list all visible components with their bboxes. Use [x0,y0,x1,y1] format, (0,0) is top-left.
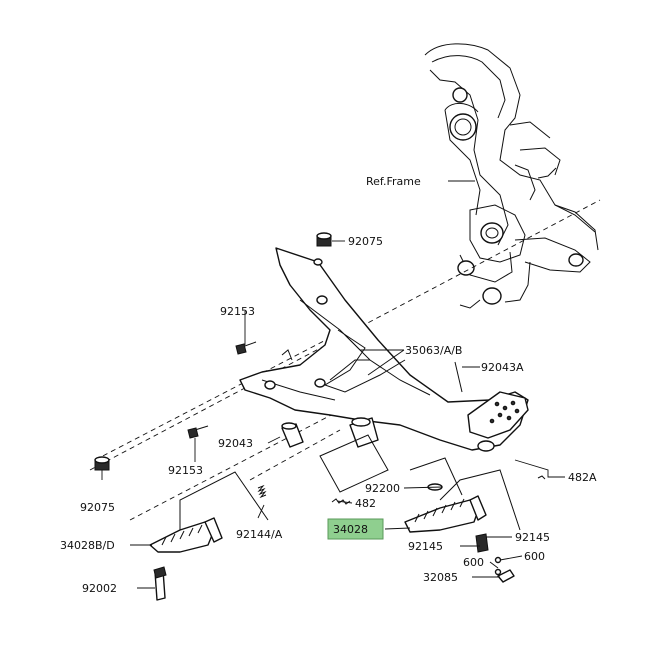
label-ref-frame: Ref.Frame [366,175,421,188]
label-92002: 92002 [82,582,117,595]
label-92153-bottom: 92153 [168,464,203,477]
label-92075-top: 92075 [348,235,383,248]
footrest-bracket [239,247,529,452]
label-600-left: 600 [463,556,484,569]
grommet-bottom [94,456,110,471]
label-482: 482 [355,497,376,510]
label-482A: 482A [568,471,597,484]
label-92043A: 92043A [481,361,524,374]
snap-482A [537,475,546,480]
reference-frame [424,43,599,309]
pin-92043A [454,361,463,393]
label-92043: 92043 [218,437,253,450]
part-labels: Ref.Frame 92075 92153 35063/A/B 92043A 9… [60,175,597,595]
footpeg-left [149,517,223,553]
bolt-bottom [187,425,209,439]
footpeg-right [404,495,515,583]
label-600-right: 600 [524,550,545,563]
collar-92043 [281,422,304,448]
label-32085: 32085 [423,571,458,584]
leader-lines [101,180,565,589]
spring-92144 [257,484,267,499]
part-highlight-box [327,518,384,540]
label-34028BD: 34028B/D [60,539,115,552]
grommet-top [316,232,332,247]
label-92145-right: 92145 [515,531,550,544]
stud-92002 [153,566,167,601]
label-92145-left: 92145 [408,540,443,553]
label-34028: 34028 [333,523,368,536]
label-35063: 35063/A/B [405,344,462,357]
label-92144A: 92144/A [236,528,283,541]
label-92075-bottom: 92075 [80,501,115,514]
assembly-guide-boxes [179,434,521,531]
label-92153-top: 92153 [220,305,255,318]
small-parts [94,232,546,601]
label-92200: 92200 [365,482,400,495]
bolt-top [235,341,257,355]
